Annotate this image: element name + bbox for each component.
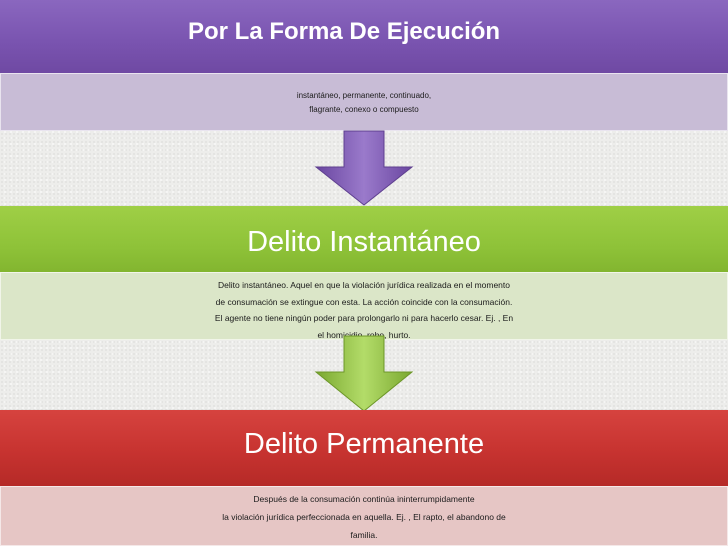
description-panel-forma-ejecucion: instantáneo, permanente, continuado, fla… [0, 73, 728, 131]
down-arrow-icon [314, 335, 414, 412]
description-line: Delito instantáneo. Aquel en que la viol… [217, 280, 511, 290]
description-line: flagrante, conexo o compuesto [309, 105, 419, 114]
description-line: El agente no tiene ningún poder para pro… [214, 313, 514, 323]
description-line: la violación jurídica perfeccionada en a… [222, 512, 506, 522]
header-title: Delito Instantáneo [247, 226, 481, 258]
header-bar-delito-instantaneo: Delito Instantáneo [0, 206, 728, 282]
description-line: Después de la consumación continúa inint… [253, 494, 475, 504]
header-bar-forma-ejecucion: Por La Forma De Ejecución [0, 0, 728, 73]
description-line: instantáneo, permanente, continuado, [296, 91, 432, 100]
header-bar-delito-permanente: Delito Permanente [0, 410, 728, 486]
description-panel-delito-permanente: Después de la consumación continúa inint… [0, 486, 728, 546]
description-panel-delito-instantaneo: Delito instantáneo. Aquel en que la viol… [0, 272, 728, 340]
description-line: de consumación se extingue con esta. La … [215, 296, 513, 307]
description-line: familia. [350, 530, 378, 540]
header-title: Delito Permanente [243, 428, 485, 460]
header-title: Por La Forma De Ejecución [188, 18, 501, 45]
description-line: el homicidio, robo, hurto. [317, 329, 411, 340]
down-arrow-icon [314, 130, 414, 206]
